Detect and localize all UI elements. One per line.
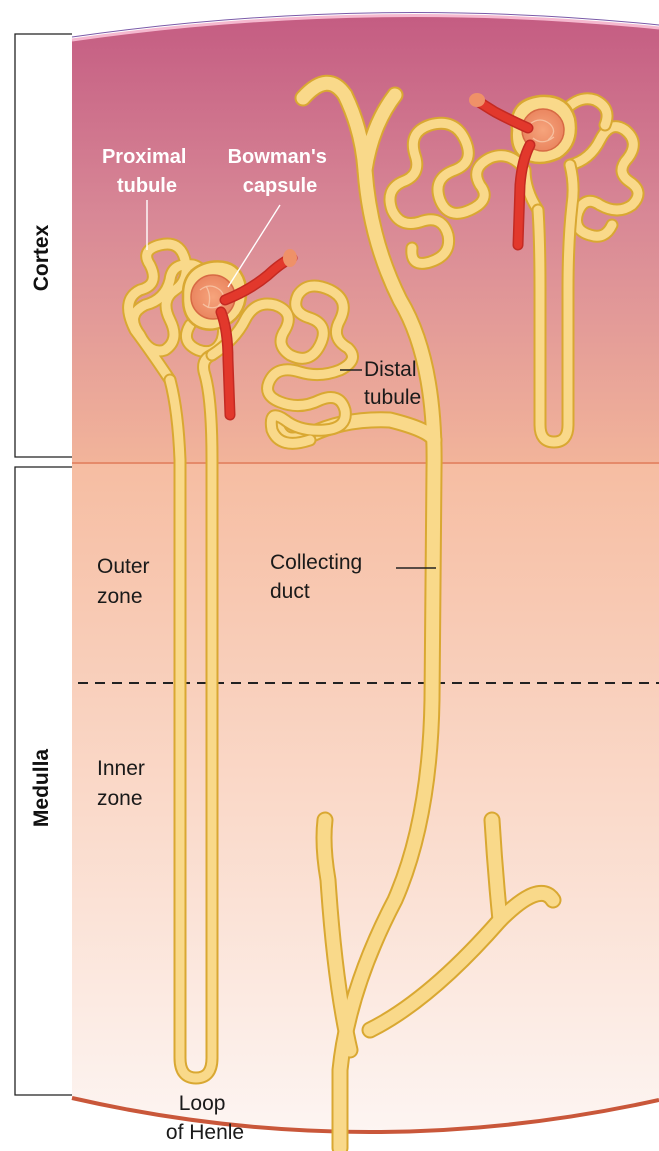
proximal-line-2: tubule	[117, 175, 177, 197]
cortex-label: Cortex	[30, 224, 53, 291]
bowman-line-2: capsule	[243, 175, 317, 197]
distal-line-2: tubule	[364, 386, 421, 409]
loop-line-1: Loop	[179, 1092, 226, 1115]
outer-line-2: zone	[97, 585, 143, 608]
inner-line-1: Inner	[97, 757, 145, 780]
bowman-line-1: Bowman's	[228, 146, 327, 168]
medulla-label: Medulla	[30, 749, 53, 827]
collecting-line-2: duct	[270, 580, 310, 603]
outer-line-1: Outer	[97, 555, 150, 578]
loop-line-2: of Henle	[166, 1121, 244, 1144]
distal-line-1: Distal	[364, 358, 417, 381]
proximal-line-1: Proximal	[102, 146, 186, 168]
collecting-line-1: Collecting	[270, 551, 362, 574]
inner-line-2: zone	[97, 787, 143, 810]
